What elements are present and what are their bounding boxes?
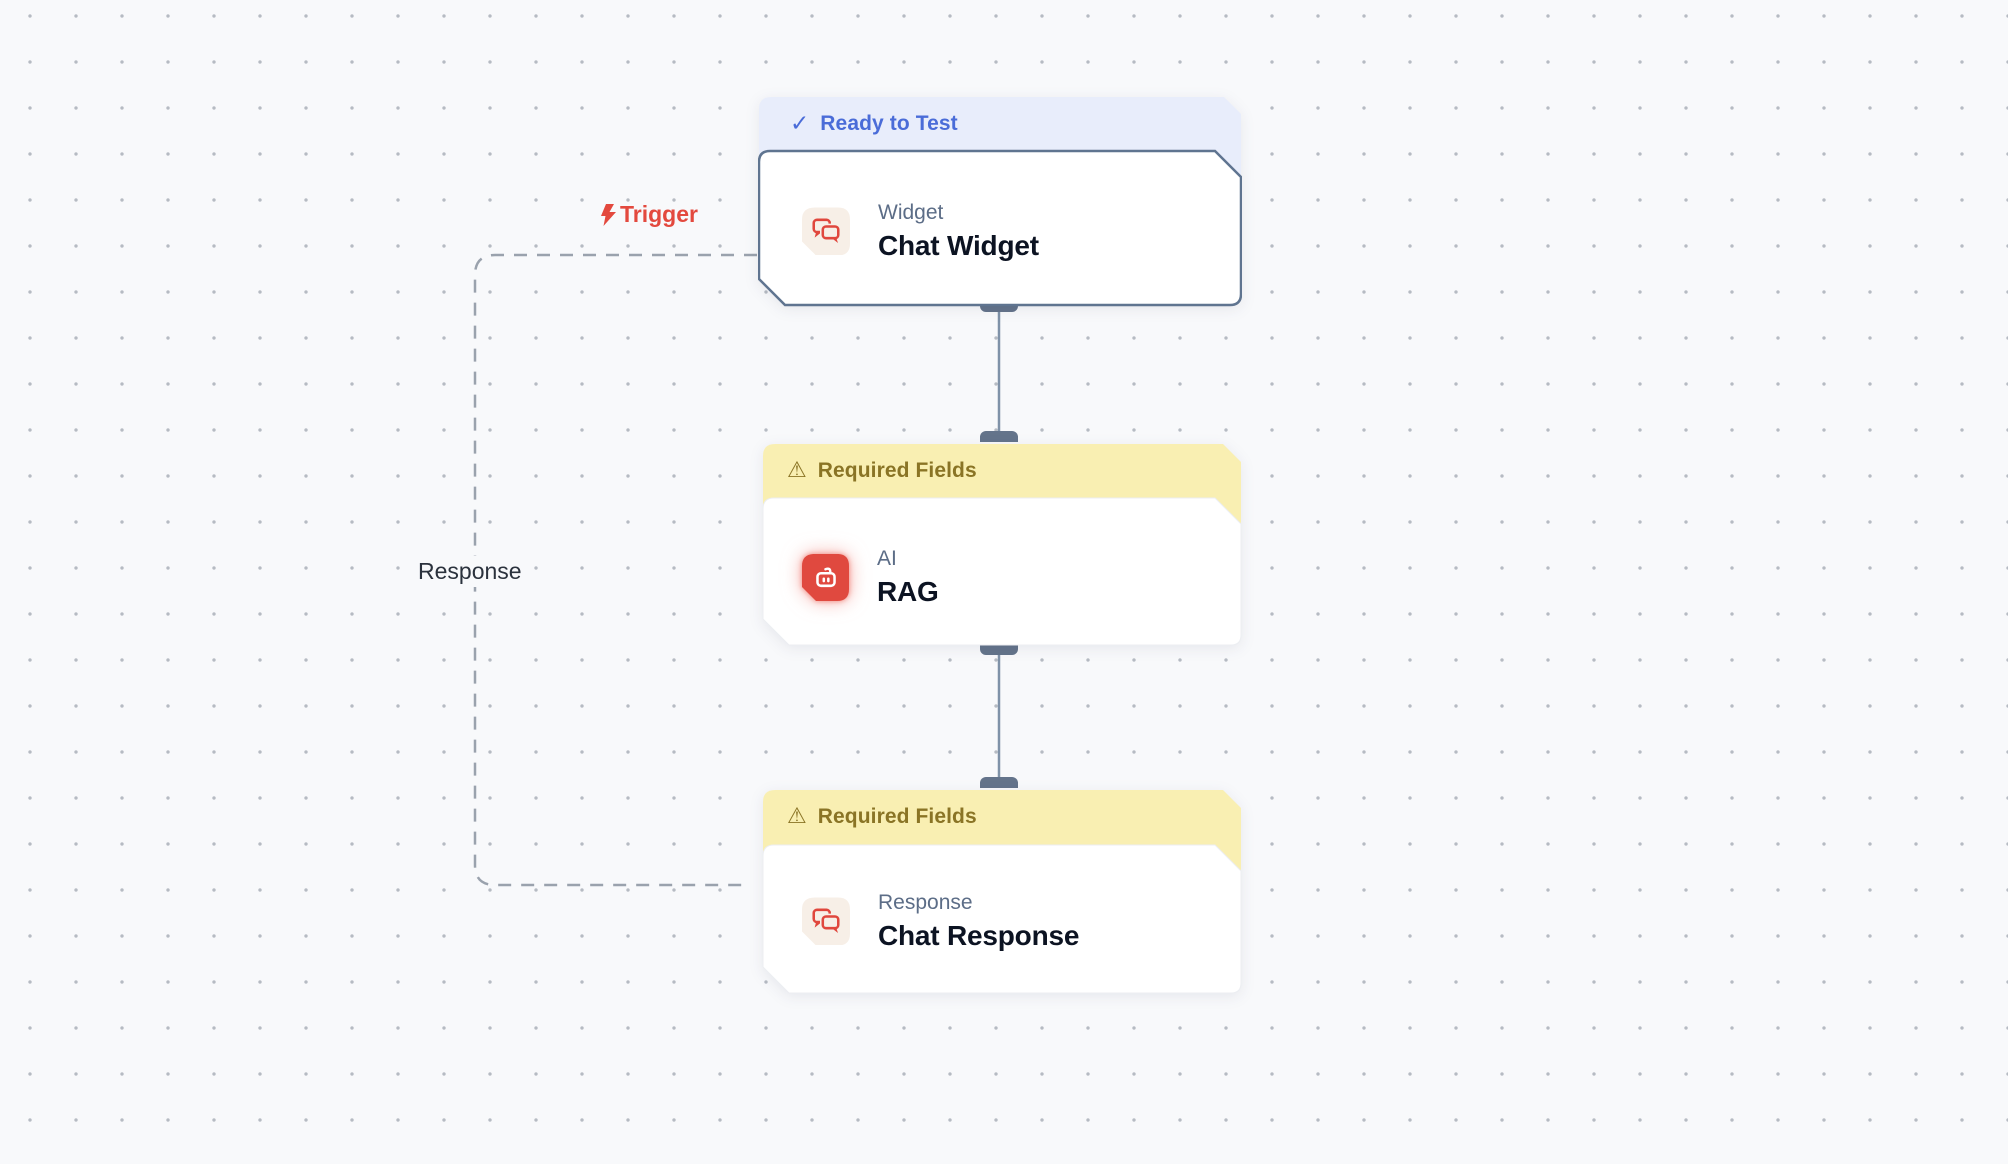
node-body-shape[interactable] <box>762 497 1242 646</box>
node-shape-layer <box>762 790 1242 994</box>
chat-bubbles-glyph <box>810 905 842 937</box>
status-label: Required Fields <box>817 805 977 828</box>
status-banner-required-fields: ⚠ Required Fields <box>787 451 977 491</box>
target-handle-chat-response[interactable] <box>980 777 1018 788</box>
check-icon: ✓ <box>790 110 810 137</box>
warning-icon: ⚠ <box>787 458 807 483</box>
robot-glyph <box>810 561 842 593</box>
node-category: Widget <box>878 201 944 224</box>
status-banner-required-fields: ⚠ Required Fields <box>787 797 977 837</box>
warning-icon: ⚠ <box>787 804 807 829</box>
status-label: Ready to Test <box>820 112 958 135</box>
node-shape-layer <box>758 97 1242 307</box>
target-handle-rag[interactable] <box>980 431 1018 442</box>
node-title: RAG <box>877 576 939 608</box>
node-category: AI <box>877 547 897 570</box>
node-shape-layer <box>762 444 1242 646</box>
node-category: Response <box>878 891 973 914</box>
robot-icon <box>802 554 849 601</box>
status-label: Required Fields <box>817 459 977 482</box>
node-chat-widget[interactable]: ✓ Ready to Test Widget Chat Widget <box>758 96 1242 312</box>
lightning-bolt-icon <box>601 203 616 226</box>
node-title: Chat Response <box>878 920 1080 952</box>
node-title: Chat Widget <box>878 230 1039 262</box>
node-body-shape[interactable] <box>758 149 1242 307</box>
response-edge-label: Response <box>410 556 530 587</box>
source-handle-rag[interactable] <box>980 645 1018 655</box>
trigger-edge-label: Trigger <box>601 201 698 228</box>
chat-bubbles-icon <box>802 897 850 945</box>
node-chat-response[interactable]: ⚠ Required Fields Response Chat Response <box>762 789 1242 1004</box>
status-banner-ready-to-test: ✓ Ready to Test <box>790 104 958 144</box>
response-loop-edge[interactable] <box>473 253 757 887</box>
node-body-shape[interactable] <box>762 844 1242 994</box>
trigger-label-text: Trigger <box>620 201 698 227</box>
node-rag[interactable]: ⚠ Required Fields AI RAG <box>762 443 1242 655</box>
chat-bubbles-icon <box>802 207 850 255</box>
chat-bubbles-glyph <box>810 215 842 247</box>
